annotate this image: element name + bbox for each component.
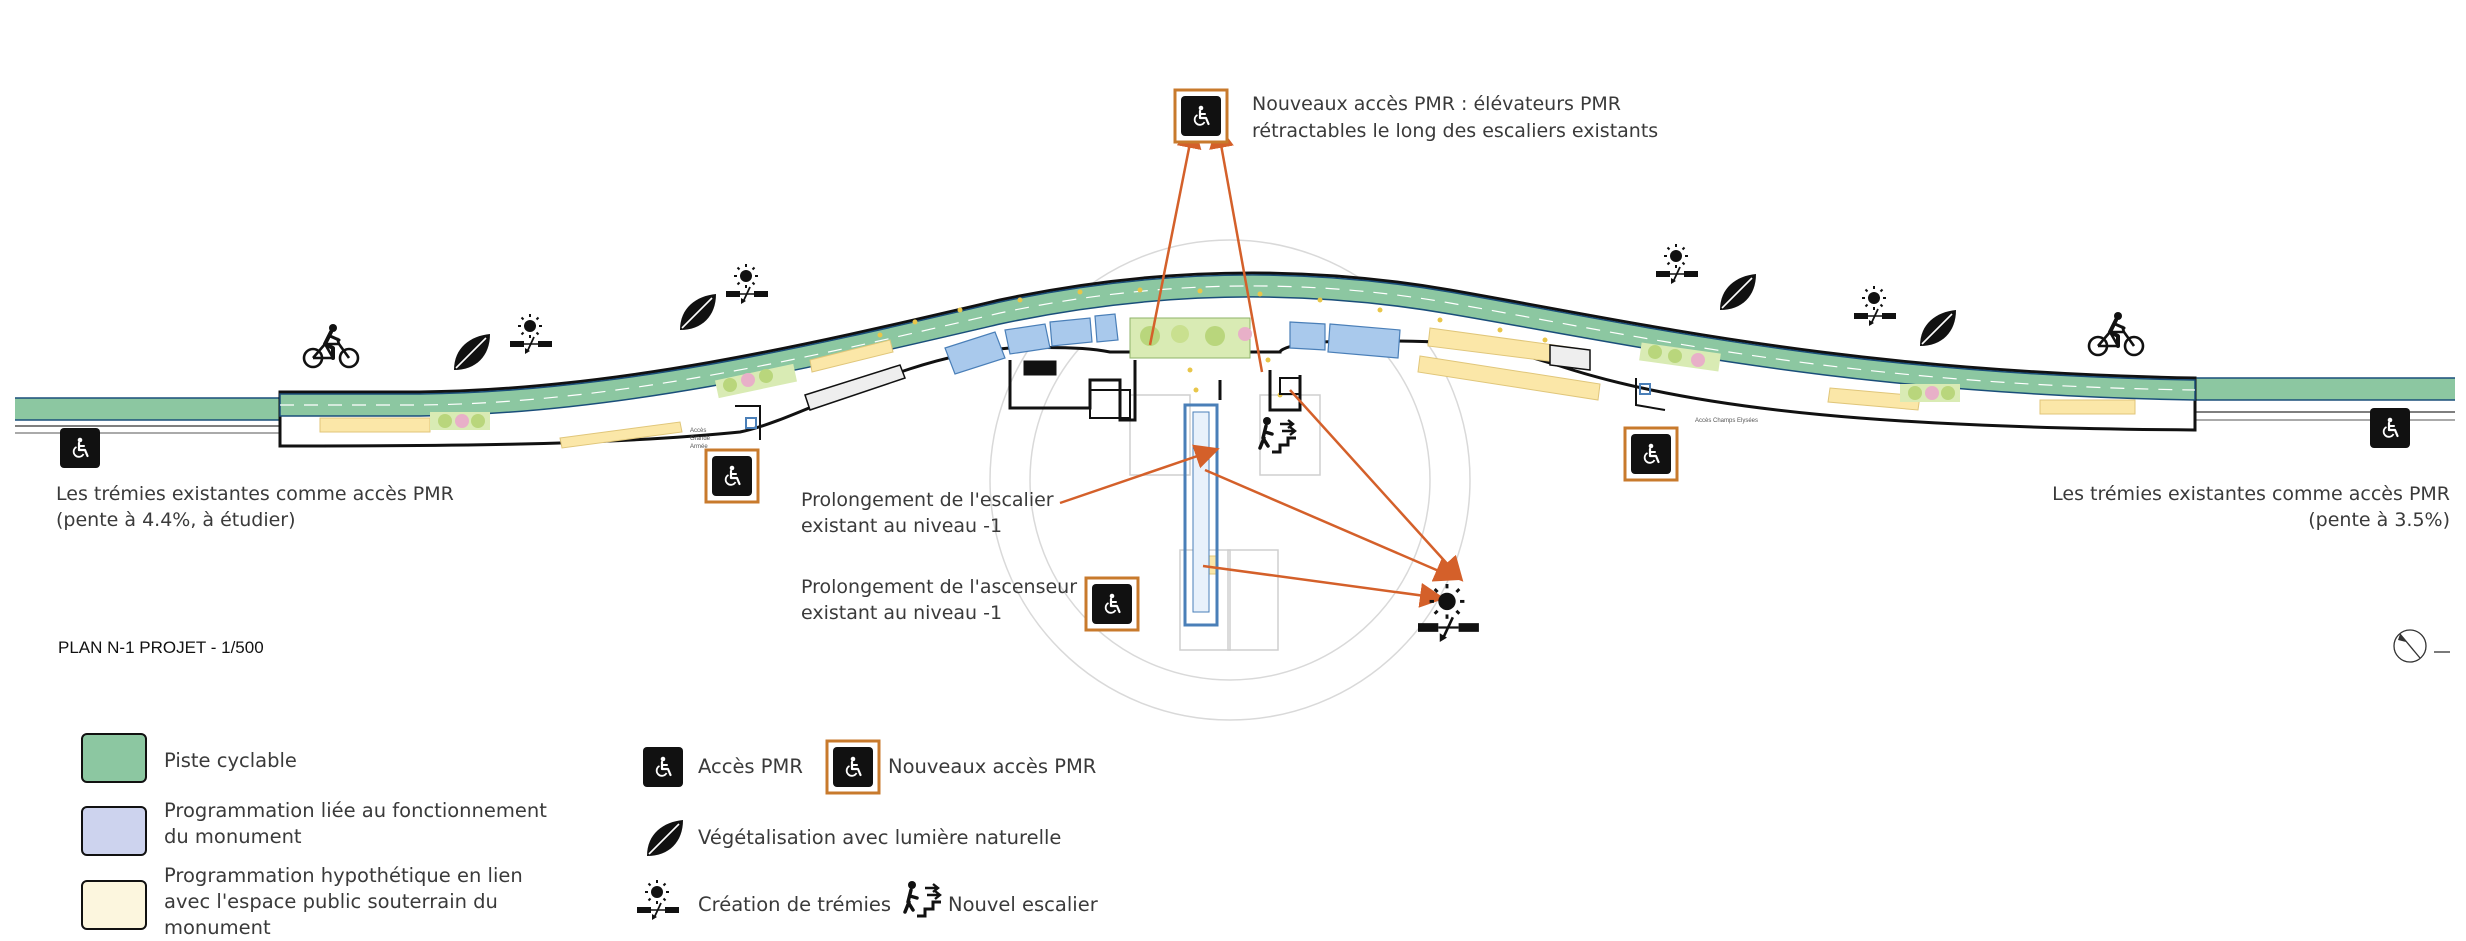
sun-icon bbox=[509, 313, 553, 355]
sun-icon bbox=[1655, 243, 1699, 285]
road-right-extension bbox=[2195, 377, 2455, 421]
callout-lift-2: existant au niveau -1 bbox=[801, 602, 1002, 624]
legend-prog-hypo-line-3: monument bbox=[164, 916, 271, 939]
sun-icon bbox=[1853, 285, 1897, 327]
callout-stair-2: existant au niveau -1 bbox=[801, 515, 1002, 537]
hatched-blocks bbox=[804, 344, 1591, 411]
plan-title: PLAN N-1 PROJET - 1/500 bbox=[58, 638, 264, 657]
label-acces-champs: Accès Champs Elysées bbox=[1695, 418, 1758, 424]
stairs-icon bbox=[903, 879, 943, 918]
legend-tremies: Création de trémies bbox=[698, 893, 892, 916]
bicycle-icon bbox=[302, 322, 360, 369]
compass-icon bbox=[2393, 629, 2450, 663]
callout-tremies-left-2: (pente à 4.4%, à étudier) bbox=[56, 509, 296, 531]
callout-tremies-left-1: Les trémies existantes comme accès PMR bbox=[56, 483, 454, 505]
legend-prog-monument-line-2: du monument bbox=[164, 825, 302, 848]
sun-icon bbox=[725, 263, 769, 305]
leaf-icon bbox=[453, 333, 491, 371]
legend-vegetal: Végétalisation avec lumière naturelle bbox=[698, 826, 1062, 849]
leaf-icon bbox=[646, 819, 684, 857]
legend-swatch-prog-monument bbox=[81, 806, 147, 856]
sun-icon bbox=[636, 879, 680, 921]
road-left-extension bbox=[15, 397, 280, 434]
leaf-icon bbox=[1719, 273, 1757, 311]
central-structure bbox=[1008, 360, 1302, 422]
legend-prog-hypo: Programmation hypothétique en lien avec … bbox=[164, 863, 523, 941]
callout-arrows bbox=[1059, 123, 1464, 608]
stairs-icon bbox=[1258, 415, 1298, 454]
legend-swatch-prog-hypo bbox=[81, 880, 147, 930]
callout-stair-1: Prolongement de l'escalier bbox=[801, 489, 1054, 511]
legend-prog-monument-line-1: Programmation liée au fonctionnement bbox=[164, 799, 547, 822]
wheelchair-icon bbox=[60, 428, 100, 468]
legend-acces-pmr: Accès PMR bbox=[698, 755, 803, 778]
access-ramps bbox=[735, 378, 1666, 440]
legend-prog-hypo-line-2: avec l'espace public souterrain du bbox=[164, 890, 498, 913]
bicycle-icon bbox=[2087, 310, 2145, 357]
callout-texts: Nouveaux accès PMR : élévateurs PMR rétr… bbox=[56, 93, 2450, 624]
callout-tremies-right-1: Les trémies existantes comme accès PMR bbox=[2052, 483, 2450, 505]
wheelchair-icon bbox=[706, 450, 758, 502]
wheelchair-icon bbox=[643, 747, 683, 787]
leaf-icon bbox=[1919, 309, 1957, 347]
vegetation-patches bbox=[430, 342, 1960, 430]
label-acces-grande-armee-3: Armée bbox=[690, 444, 708, 450]
wheelchair-icon bbox=[1086, 578, 1138, 630]
legend-nouveaux-pmr: Nouveaux accès PMR bbox=[888, 755, 1097, 778]
callout-tremies-right-2: (pente à 3.5%) bbox=[2308, 509, 2450, 531]
wheelchair-icon bbox=[1625, 428, 1677, 480]
sun-icon bbox=[1416, 582, 1481, 644]
callout-new-pmr-2: rétractables le long des escaliers exist… bbox=[1252, 120, 1658, 142]
label-acces-grande-armee-1: Accès bbox=[690, 428, 706, 434]
label-acces-grande-armee-2: Grande bbox=[690, 436, 711, 442]
legend-swatch-piste bbox=[81, 733, 147, 783]
wheelchair-icon bbox=[1175, 90, 1227, 142]
central-courtyard bbox=[1129, 317, 1252, 359]
legend-piste: Piste cyclable bbox=[164, 749, 297, 772]
plan-small-labels: Accès Grande Armée Accès Champs Elysées bbox=[690, 418, 1758, 450]
wheelchair-icon bbox=[827, 741, 879, 793]
cycle-lane bbox=[279, 274, 2196, 417]
legend-prog-hypo-line-1: Programmation hypothétique en lien bbox=[164, 864, 523, 887]
tunnel-body bbox=[278, 271, 2197, 448]
legend-prog-monument: Programmation liée au fonctionnement du … bbox=[164, 798, 547, 850]
callout-lift-1: Prolongement de l'ascenseur bbox=[801, 576, 1077, 598]
wheelchair-icon bbox=[2370, 408, 2410, 448]
leaf-icon bbox=[679, 293, 717, 331]
callout-new-pmr-1: Nouveaux accès PMR : élévateurs PMR bbox=[1252, 93, 1621, 115]
legend-escalier: Nouvel escalier bbox=[948, 893, 1098, 916]
